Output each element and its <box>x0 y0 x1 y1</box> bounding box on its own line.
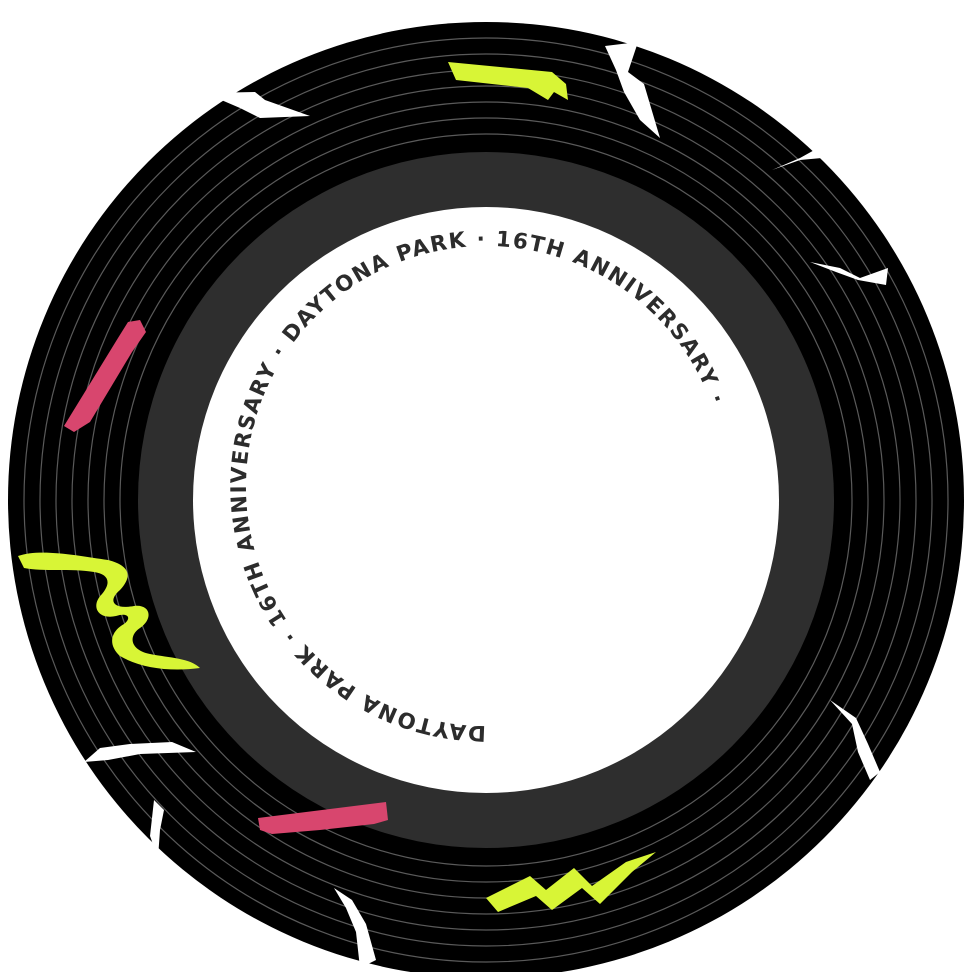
crack-top <box>605 42 660 138</box>
pink-stroke-left <box>64 320 146 432</box>
yellow-squiggle-left <box>18 552 200 670</box>
crack-right-low <box>830 700 880 780</box>
yellow-stroke-top <box>448 62 568 100</box>
crack-right-top <box>772 142 830 170</box>
crack-left-low <box>150 800 164 858</box>
rim-cracks <box>84 42 888 968</box>
center-label <box>193 207 779 793</box>
crack-bottom <box>334 888 376 968</box>
crack-right <box>810 262 888 285</box>
crack-left <box>84 742 196 762</box>
yellow-zigzag-bottom <box>486 852 656 912</box>
pink-stroke-bottom <box>258 802 388 834</box>
crack-top-left <box>205 92 310 118</box>
neon-strokes <box>18 62 656 912</box>
